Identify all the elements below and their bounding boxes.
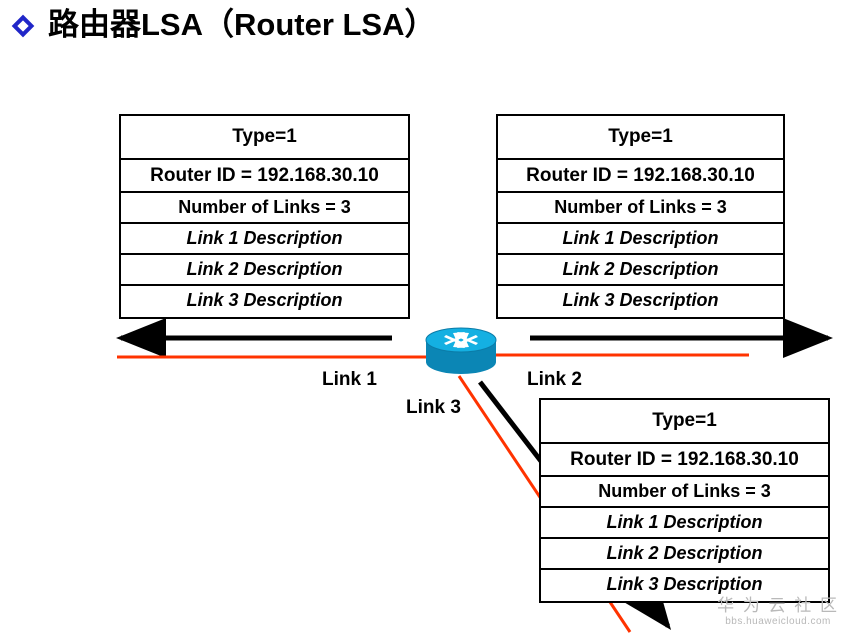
lsa-table-bottom: Type=1 Router ID = 192.168.30.10 Number … [539,398,830,603]
lsa-row-link-2: Link 2 Description [121,255,408,286]
page-title-text: 路由器LSA（Router LSA） [48,7,436,42]
lsa-row-number-of-links: Number of Links = 3 [121,193,408,224]
lsa-row-router-id: Router ID = 192.168.30.10 [541,444,828,477]
page-title: 路由器LSA（Router LSA） [11,7,436,42]
watermark-sub: bbs.huaweicloud.com [725,616,831,627]
lsa-row-router-id: Router ID = 192.168.30.10 [121,160,408,193]
lsa-row-type: Type=1 [541,400,828,444]
watermark: 华 为 云 社 区 bbs.huaweicloud.com [717,596,839,628]
lsa-row-link-3: Link 3 Description [562,290,719,310]
lsa-row-type: Type=1 [498,116,783,160]
router-icon [425,327,497,374]
label-link-2: Link 2 [527,369,582,390]
lsa-row-link-1: Link 1 Description [498,224,783,255]
lsa-row-link-2: Link 2 Description [541,539,828,570]
lsa-row-link-3: Link 3 Description [606,574,763,594]
lsa-row-link-3: Link 3 Description [186,290,343,310]
lsa-row-type: Type=1 [121,116,408,160]
lsa-row-router-id: Router ID = 192.168.30.10 [498,160,783,193]
lsa-table-right: Type=1 Router ID = 192.168.30.10 Number … [496,114,785,319]
lsa-row-number-of-links: Number of Links = 3 [498,193,783,224]
lsa-row-link-1: Link 1 Description [541,508,828,539]
lsa-row-number-of-links: Number of Links = 3 [541,477,828,508]
lsa-row-link-1: Link 1 Description [121,224,408,255]
label-link-1: Link 1 [322,369,377,390]
lsa-table-left: Type=1 Router ID = 192.168.30.10 Number … [119,114,410,319]
lsa-row-link-2: Link 2 Description [498,255,783,286]
label-link-3: Link 3 [406,397,461,418]
watermark-main: 华 为 云 社 区 [717,596,839,615]
